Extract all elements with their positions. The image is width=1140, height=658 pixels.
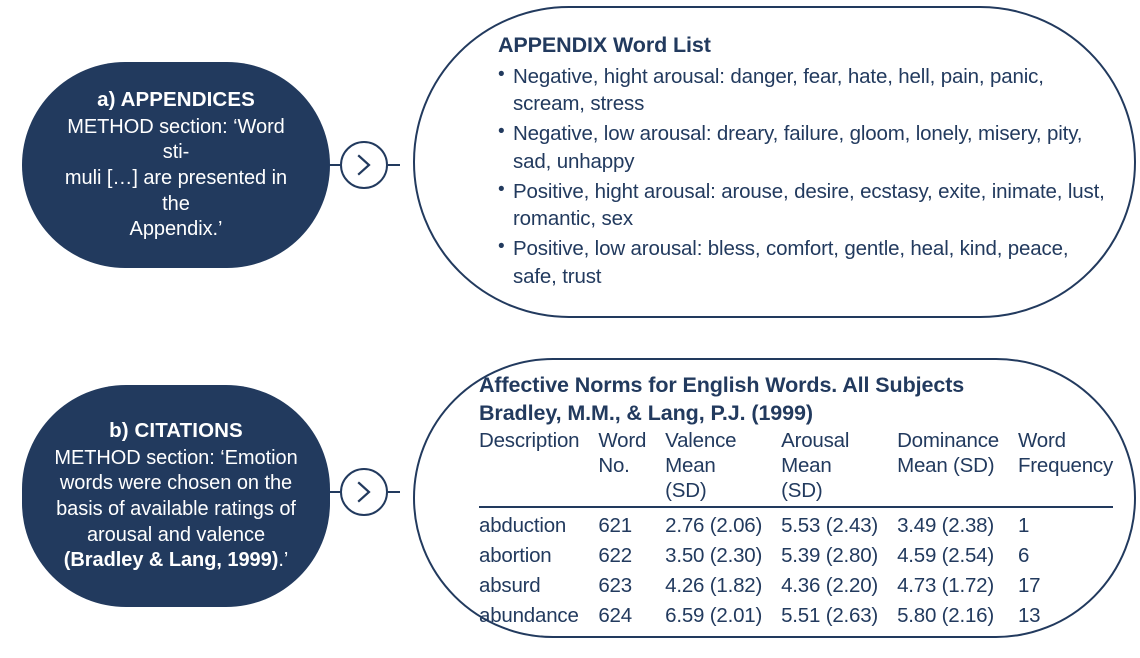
- callout-appendices-body-line-3: Appendix.’: [129, 218, 223, 241]
- table-row: abortion 622 3.50 (2.30) 5.39 (2.80) 4.5…: [479, 540, 1113, 570]
- callout-citations-reference: (Bradley & Lang, 1999): [63, 549, 279, 572]
- connector-line-right: [388, 491, 400, 493]
- callout-citations-body-line-4: arousal and valence: [86, 523, 266, 546]
- cell-description: abortion: [479, 544, 552, 568]
- panel-appendix-word-list: APPENDIX Word List Negative, hight arous…: [413, 6, 1136, 318]
- connector-line-left: [328, 164, 340, 166]
- column-header-word-no: Word No.: [598, 427, 666, 508]
- table-row: abundance 624 6.59 (2.01) 5.51 (2.63) 5.…: [479, 600, 1113, 630]
- callout-appendices-body-line-2: muli […] are presented in the: [64, 166, 288, 215]
- list-item: Negative, hight arousal: danger, fear, h…: [498, 62, 1112, 118]
- callout-appendices-title: a) APPENDICES: [97, 87, 255, 111]
- callout-citations-quote-close: .’: [278, 549, 289, 572]
- cell-description: abundance: [479, 604, 579, 628]
- table-row: abduction 621 2.76 (2.06) 5.53 (2.43) 3.…: [479, 507, 1113, 540]
- callout-citations-body-line-3: basis of available ratings of: [56, 497, 296, 520]
- cell-dominance: 4.59 (2.54): [897, 544, 995, 568]
- chevron-right-icon: [340, 468, 388, 516]
- connector-citations: [328, 468, 400, 516]
- callout-citations-title: b) CITATIONS: [109, 418, 243, 442]
- cell-dominance: 5.80 (2.16): [897, 604, 995, 628]
- cell-description: abduction: [479, 513, 567, 537]
- panel-citations-heading-line-1: Affective Norms for English Words. All S…: [479, 373, 965, 397]
- column-header-valence: Valence Mean (SD): [665, 427, 782, 508]
- cell-valence: 4.26 (1.82): [665, 574, 763, 598]
- cell-description: absurd: [479, 574, 541, 598]
- callout-appendices-body: METHOD section: ‘Word sti- muli […] are …: [52, 115, 300, 243]
- cell-word-no: 623: [598, 574, 632, 598]
- cell-word-frequency: 13: [1017, 604, 1041, 628]
- cell-arousal: 4.36 (2.20): [781, 574, 879, 598]
- affective-norms-table: Description Word No. Valence Mean (SD) A…: [479, 427, 1113, 631]
- table-header-row: Description Word No. Valence Mean (SD) A…: [479, 427, 1113, 508]
- list-item: Positive, hight arousal: arouse, desire,…: [498, 177, 1112, 233]
- connector-line-left: [328, 491, 340, 493]
- table-row: absurd 623 4.26 (1.82) 4.36 (2.20) 4.73 …: [479, 570, 1113, 600]
- cell-word-no: 621: [598, 513, 632, 537]
- cell-arousal: 5.39 (2.80): [781, 544, 879, 568]
- panel-affective-norms: Affective Norms for English Words. All S…: [413, 358, 1136, 638]
- callout-citations-body-line-5: (Bradley & Lang, 1999).’: [54, 548, 297, 574]
- cell-dominance: 3.49 (2.38): [897, 513, 995, 537]
- callout-appendices: a) APPENDICES METHOD section: ‘Word sti-…: [22, 62, 330, 268]
- callout-citations-body-line-2: words were chosen on the: [59, 472, 293, 495]
- connector-line-right: [388, 164, 400, 166]
- column-header-description: Description: [479, 427, 599, 508]
- callout-appendices-body-line-1: METHOD section: ‘Word sti-: [67, 115, 285, 164]
- connector-appendices: [328, 141, 400, 189]
- list-item: Negative, low arousal: dreary, failure, …: [498, 119, 1112, 175]
- appendix-word-list: Negative, hight arousal: danger, fear, h…: [498, 62, 1112, 290]
- cell-word-no: 622: [598, 544, 632, 568]
- list-item: Positive, low arousal: bless, comfort, g…: [498, 234, 1112, 290]
- column-header-word-frequency: Word Frequency: [1017, 427, 1113, 508]
- cell-arousal: 5.51 (2.63): [781, 604, 879, 628]
- cell-word-frequency: 17: [1017, 574, 1041, 598]
- cell-valence: 2.76 (2.06): [665, 513, 763, 537]
- cell-word-frequency: 6: [1017, 544, 1030, 568]
- callout-citations-body: METHOD section: ‘Emotion words were chos…: [54, 446, 297, 574]
- callout-citations: b) CITATIONS METHOD section: ‘Emotion wo…: [22, 385, 330, 607]
- chevron-right-icon: [340, 141, 388, 189]
- panel-appendix-heading: APPENDIX Word List: [498, 33, 711, 57]
- cell-valence: 6.59 (2.01): [665, 604, 763, 628]
- callout-citations-body-line-1: METHOD section: ‘Emotion: [54, 446, 298, 469]
- cell-arousal: 5.53 (2.43): [781, 513, 879, 537]
- panel-citations-heading-line-2: Bradley, M.M., & Lang, P.J. (1999): [479, 400, 813, 425]
- column-header-arousal: Arousal Mean (SD): [781, 427, 898, 508]
- cell-word-no: 624: [598, 604, 632, 628]
- cell-valence: 3.50 (2.30): [665, 544, 763, 568]
- cell-word-frequency: 1: [1017, 513, 1030, 537]
- column-header-dominance: Dominance Mean (SD): [897, 427, 1018, 508]
- cell-dominance: 4.73 (1.72): [897, 574, 995, 598]
